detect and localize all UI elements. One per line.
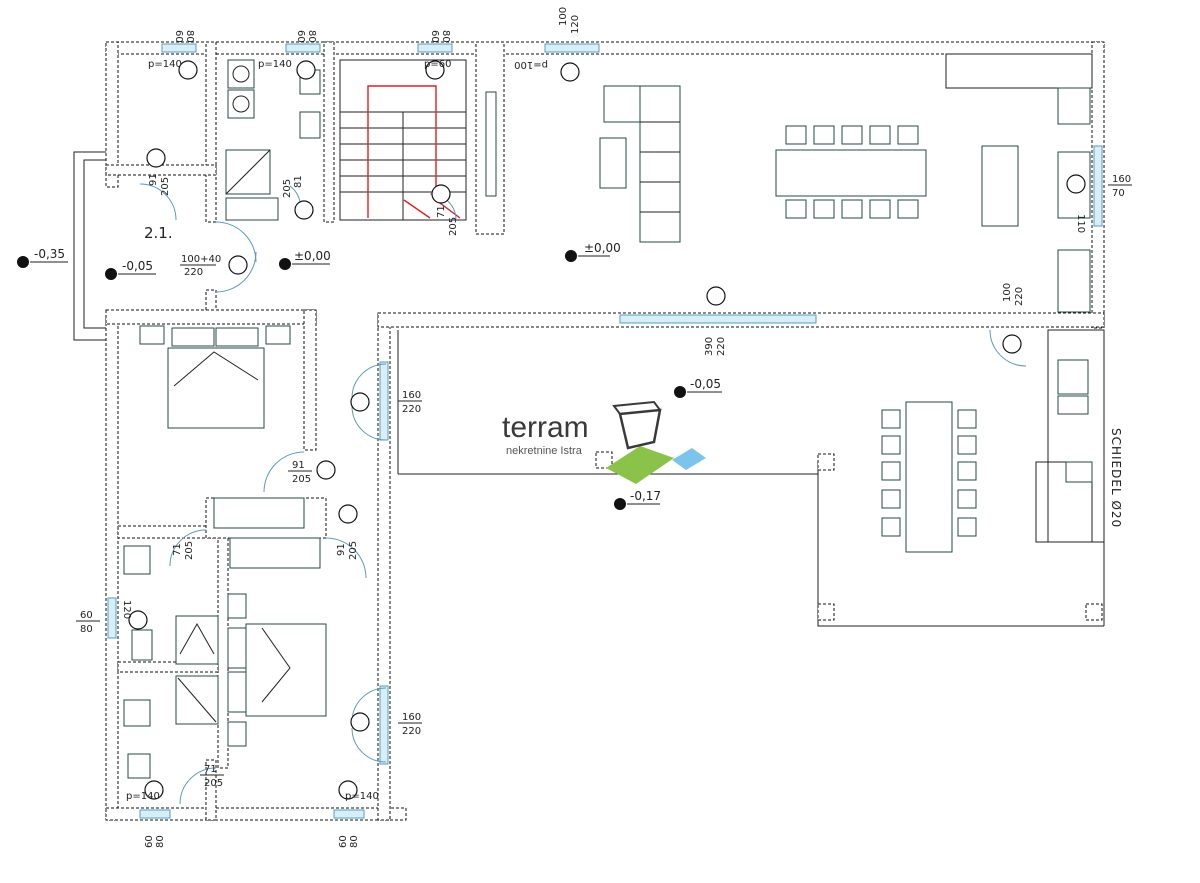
dim-bath-window-a: 60 xyxy=(80,610,93,621)
parapet-laundry: p=140 xyxy=(258,59,292,70)
level-marker-terrace-low: -0,17 xyxy=(614,489,661,510)
dim-stair-door-a: 71 xyxy=(436,205,447,218)
entry-porch xyxy=(73,151,106,341)
dim-kitchen-side: 110 xyxy=(1075,214,1086,233)
dim-bed2-door-a: 160 xyxy=(402,712,421,723)
dim-kitchen-a: 160 xyxy=(1112,174,1131,185)
parapet-bath: p=140 xyxy=(126,791,160,802)
dim-top1-a: 60 xyxy=(173,30,184,43)
level-terrace-label: -0,05 xyxy=(690,377,721,391)
dim-bed2-door-b: 220 xyxy=(402,726,421,737)
dim-bed2-inner-a: 91 xyxy=(336,543,347,556)
dim-bottom2-a: 60 xyxy=(338,835,349,848)
dim-kitchen-b: 70 xyxy=(1112,188,1125,199)
dim-top4-a: 100 xyxy=(558,7,569,26)
dim-bottom1-a: 60 xyxy=(144,835,155,848)
staircase xyxy=(339,59,497,221)
dim-top2-b: 80 xyxy=(306,30,317,43)
bedroom-furniture xyxy=(139,325,327,747)
dim-terrace-door-a: 100 xyxy=(1002,283,1013,302)
dim-bottom1-b: 80 xyxy=(155,835,166,848)
dim-top3-a: 60 xyxy=(429,30,440,43)
dim-slider-b: 220 xyxy=(716,337,727,356)
level-markers: -0,35 -0,05 ±0,00 ±0,00 -0,05 -0,17 xyxy=(17,241,722,510)
dim-top4-b: 120 xyxy=(570,15,581,34)
brand-tagline: nekretnine Istra xyxy=(506,445,583,457)
dim-slider-a: 390 xyxy=(704,337,715,356)
brand-watermark: terram nekretnine Istra xyxy=(502,400,706,484)
level-west-label: -0,35 xyxy=(34,247,65,261)
dim-top3-b: 80 xyxy=(440,30,451,43)
level-entry-label: -0,05 xyxy=(122,259,153,273)
dim-top2-a: 60 xyxy=(295,30,306,43)
opening-dimensions: 60 80 60 80 60 80 100 120 160 70 110 91 … xyxy=(76,7,1132,848)
level-hall-label: ±0,00 xyxy=(294,249,331,263)
dim-hall-door-a: 100+40 xyxy=(181,254,221,265)
level-marker-entry: -0,05 xyxy=(105,259,156,280)
dim-bottom2-b: 80 xyxy=(349,835,360,848)
terrace xyxy=(397,329,1105,627)
level-marker-living: ±0,00 xyxy=(565,241,621,262)
dim-bed1-inner-a: 91 xyxy=(292,460,305,471)
brand-name: terram xyxy=(502,411,589,444)
dim-bath-window-b: 80 xyxy=(80,624,93,635)
level-marker-terrace: -0,05 xyxy=(674,377,722,398)
bathroom-fixtures xyxy=(123,545,219,779)
dim-bed1-door-a: 160 xyxy=(402,390,421,401)
dim-bath-door-a: 71 xyxy=(172,543,183,556)
dim-wc-door-a: 91 xyxy=(148,173,159,186)
dim-bath-side: 120 xyxy=(121,600,132,619)
level-living-label: ±0,00 xyxy=(584,241,621,255)
light-points xyxy=(128,60,1086,800)
dim-bed2-inner-b: 205 xyxy=(348,541,359,560)
parapet-labels: p=140 p=140 p=60 p=100 p=140 p=140 xyxy=(126,59,548,802)
dim-top1-b: 80 xyxy=(184,30,195,43)
brand-logo-icon xyxy=(606,400,706,484)
room-number: 2.1. xyxy=(144,224,173,242)
level-terrace-low-label: -0,17 xyxy=(630,489,661,503)
dim-stair-door-b: 205 xyxy=(448,217,459,236)
level-marker-west: -0,35 xyxy=(17,247,68,268)
chimney-note: SCHIEDEL Ø20 xyxy=(1109,428,1123,528)
dim-hall-door-b: 220 xyxy=(184,267,203,278)
dim-bath2-door-b: 205 xyxy=(204,778,223,789)
dim-terrace-door-b: 220 xyxy=(1014,287,1025,306)
dim-laundry-door-b: 205 xyxy=(282,179,293,198)
parapet-wc: p=140 xyxy=(148,59,182,70)
dim-bath2-door-a: 71 xyxy=(204,764,217,775)
windows xyxy=(107,43,1103,819)
parapet-bed: p=140 xyxy=(345,791,379,802)
parapet-living: p=100 xyxy=(514,59,548,70)
parapet-stairs: p=60 xyxy=(424,59,451,70)
laundry-fixtures xyxy=(225,59,321,221)
dim-laundry-door-a: 81 xyxy=(293,175,304,188)
dim-bath-door-b: 205 xyxy=(184,541,195,560)
living-furniture xyxy=(599,53,1093,313)
dim-bed1-door-b: 220 xyxy=(402,404,421,415)
dim-bed1-inner-b: 205 xyxy=(292,474,311,485)
dim-wc-door-b: 205 xyxy=(160,177,171,196)
doors xyxy=(139,183,1027,805)
level-marker-hall: ±0,00 xyxy=(279,249,331,270)
